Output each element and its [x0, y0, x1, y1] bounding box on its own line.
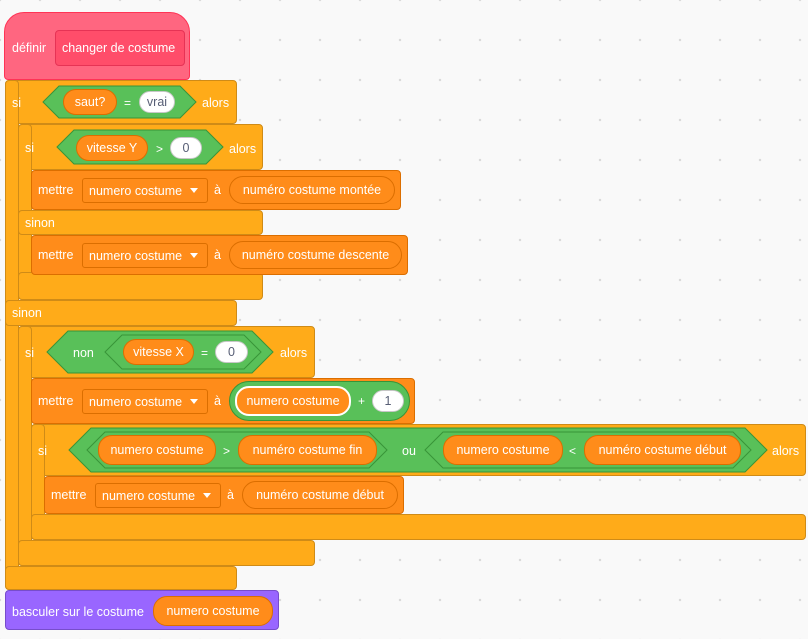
if3-value-input[interactable]: 0 [215, 341, 248, 363]
descente-variable-reporter[interactable]: numéro costume descente [229, 241, 402, 269]
if4-alors-label: alors [772, 444, 800, 458]
if1-sinon-bar [5, 300, 237, 326]
chevron-down-icon [190, 399, 199, 404]
if2-alors-label: alors [229, 142, 257, 156]
plus-symbol: + [358, 394, 366, 408]
if2-bottom-bar [18, 272, 263, 300]
if1-alors-label: alors [202, 96, 230, 110]
if3-si-label: si [25, 346, 35, 360]
set-up-mettre-label: mettre [38, 183, 74, 197]
define-name-label: changer de costume [62, 41, 176, 55]
set-inc-a-label: à [214, 394, 221, 408]
set-up-a-label: à [214, 183, 221, 197]
if4-si-label: si [38, 444, 48, 458]
if2-sinon-bar [18, 210, 263, 235]
if3-equals-symbol: = [201, 346, 209, 360]
fin-variable-reporter[interactable]: numéro costume fin [238, 435, 377, 465]
if4-bottom-bar [31, 514, 806, 540]
switch-costume-label: basculer sur le costume [12, 605, 145, 619]
if2-si-label: si [25, 141, 35, 155]
chevron-down-icon [203, 493, 212, 498]
ou-label: ou [402, 444, 416, 458]
if2-value-input[interactable]: 0 [170, 137, 202, 159]
chevron-down-icon [190, 188, 199, 193]
debut-variable-reporter[interactable]: numéro costume début [584, 435, 741, 465]
set-down-a-label: à [214, 248, 221, 262]
non-label: non [73, 346, 94, 360]
if2-sinon-label: sinon [25, 216, 55, 230]
set-down-mettre-label: mettre [38, 248, 74, 262]
define-custom-block-name[interactable] [55, 30, 185, 66]
set-up-variable-dropdown[interactable]: numero costume [82, 178, 208, 203]
debut-variable-reporter-set[interactable]: numéro costume début [242, 481, 398, 509]
define-keyword: définir [12, 41, 47, 55]
set-reset-a-label: à [227, 488, 234, 502]
saut-variable-reporter[interactable]: saut? [63, 89, 117, 115]
vitesse-y-variable-reporter[interactable]: vitesse Y [76, 135, 148, 161]
if1-sinon-label: sinon [12, 306, 42, 320]
set-down-variable-dropdown[interactable]: numero costume [82, 243, 208, 268]
set-inc-variable-dropdown[interactable]: numero costume [82, 389, 208, 414]
if1-equals-symbol: = [124, 96, 132, 110]
vitesse-x-variable-reporter[interactable]: vitesse X [123, 339, 194, 365]
if1-c-arm [5, 80, 19, 590]
if2-gt-symbol: > [156, 142, 164, 156]
if3-alors-label: alors [280, 346, 308, 360]
lt-symbol: < [569, 444, 577, 458]
set-inc-mettre-label: mettre [38, 394, 74, 408]
numero-costume-reporter-switch[interactable]: numero costume [153, 596, 273, 626]
if1-si-label: si [12, 96, 22, 110]
numero-costume-reporter-lt[interactable]: numero costume [443, 435, 563, 465]
numero-costume-reporter-inc[interactable]: numero costume [235, 386, 351, 416]
increment-value-input[interactable]: 1 [372, 390, 404, 412]
chevron-down-icon [190, 253, 199, 258]
vrai-value-input[interactable]: vrai [139, 91, 175, 113]
set-reset-mettre-label: mettre [51, 488, 87, 502]
montee-variable-reporter[interactable]: numéro costume montée [229, 176, 395, 204]
numero-costume-reporter-gt[interactable]: numero costume [98, 435, 216, 465]
set-reset-variable-dropdown[interactable]: numero costume [95, 483, 221, 508]
if1-bottom-bar [5, 566, 237, 590]
if3-bottom-bar [18, 540, 315, 566]
if3-c-arm [18, 326, 32, 566]
gt-symbol: > [223, 444, 231, 458]
